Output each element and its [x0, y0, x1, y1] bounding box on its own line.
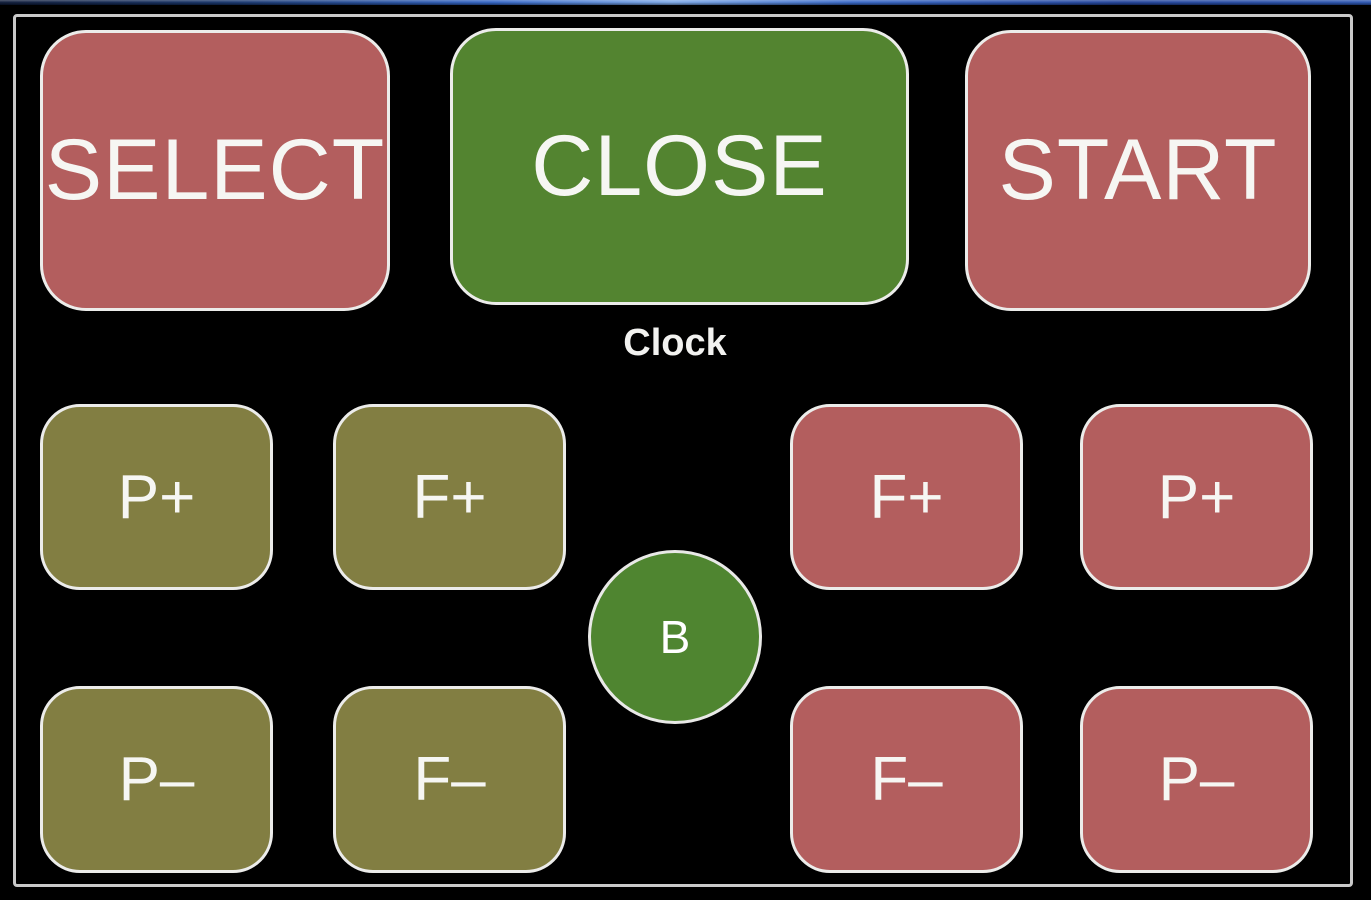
f-minus-left-button[interactable]: F–: [333, 686, 566, 873]
p-minus-left-button[interactable]: P–: [40, 686, 273, 873]
close-button[interactable]: CLOSE: [450, 28, 909, 305]
select-button[interactable]: SELECT: [40, 30, 390, 311]
p-plus-right-button[interactable]: P+: [1080, 404, 1313, 590]
p-minus-right-button[interactable]: P–: [1080, 686, 1313, 873]
f-minus-right-button[interactable]: F–: [790, 686, 1023, 873]
f-plus-right-button[interactable]: F+: [790, 404, 1023, 590]
start-button[interactable]: START: [965, 30, 1311, 311]
b-button[interactable]: B: [588, 550, 762, 724]
f-plus-left-button[interactable]: F+: [333, 404, 566, 590]
p-plus-left-button[interactable]: P+: [40, 404, 273, 590]
clock-label: Clock: [623, 322, 727, 364]
remote-panel: SELECT CLOSE START Clock P+ F+ F+ P+ B P…: [13, 14, 1353, 887]
window-titlebar-strip: [0, 0, 1371, 5]
